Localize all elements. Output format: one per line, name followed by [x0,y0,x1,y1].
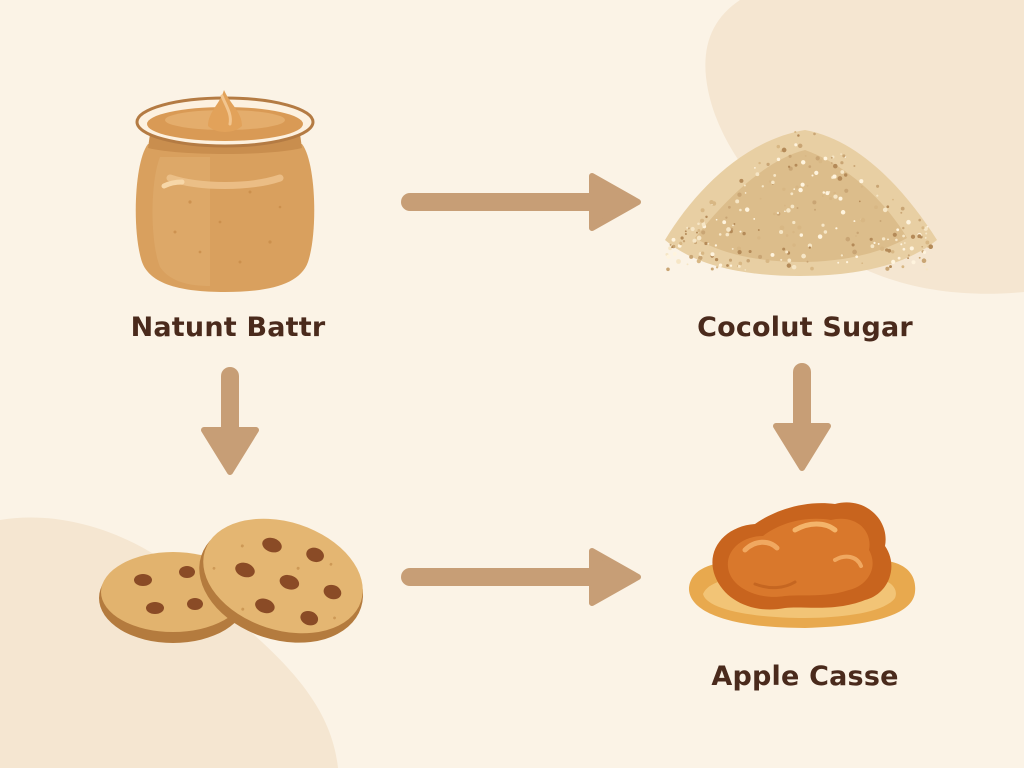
arrow-cookies-to-apple-sauce [401,548,641,606]
arrow-coconut-sugar-to-apple-sauce [773,363,831,471]
caramel-sauce-icon [689,502,916,628]
cookies-icon [99,518,364,643]
node-label-coconut-sugar: Cocolut Sugar [697,312,913,343]
node-label-peanut-butter: Natunt Battr [130,312,326,343]
node-label-apple-sauce: Apple Casse [711,661,899,692]
peanut-butter-jar-icon [135,90,315,292]
arrow-peanut-butter-to-cookies [201,367,259,475]
arrow-peanut-butter-to-coconut-sugar [401,173,641,231]
sugar-pile-icon [665,130,937,276]
background-blob-top-right [705,0,1024,294]
